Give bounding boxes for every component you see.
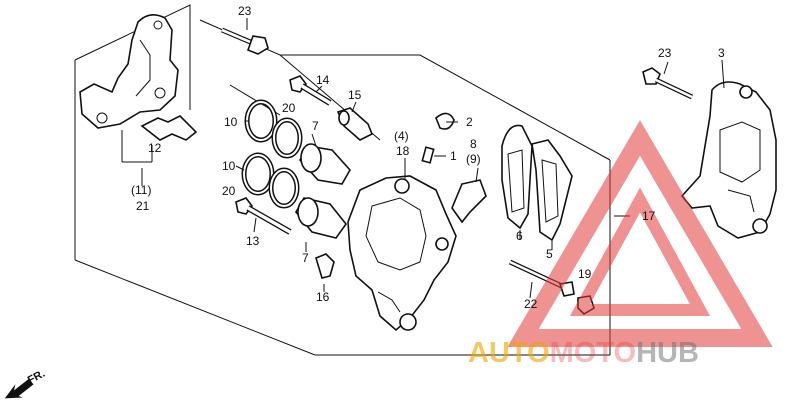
brake-pad-5 bbox=[531, 139, 573, 242]
label-1: 1 bbox=[450, 149, 457, 163]
pad-retainer-8 bbox=[451, 179, 487, 224]
front-direction-arrow: FR. bbox=[4, 368, 47, 399]
label-8: 8 bbox=[470, 137, 477, 151]
label-23-top: 23 bbox=[238, 4, 252, 18]
label-10-upper: 10 bbox=[224, 115, 238, 129]
seal-10-upper bbox=[244, 99, 278, 143]
label-20-lower: 20 bbox=[222, 184, 236, 198]
boot-15 bbox=[336, 107, 374, 141]
clip-2 bbox=[435, 112, 455, 130]
watermark-wordmark: AUTOMOTOHUB bbox=[468, 337, 699, 369]
pin-bolt-14 bbox=[289, 75, 332, 106]
pad-spring bbox=[140, 115, 198, 141]
label-2: 2 bbox=[466, 115, 473, 129]
label-14: 14 bbox=[316, 73, 330, 87]
label-7-lower: 7 bbox=[302, 251, 309, 265]
label-4: (4) bbox=[394, 129, 409, 143]
watermark-part-moto: MOTO bbox=[550, 337, 636, 369]
label-20-upper: 20 bbox=[282, 101, 296, 115]
piston-7-upper bbox=[299, 143, 351, 185]
piston-7-lower bbox=[295, 197, 348, 239]
bolt-23-top bbox=[221, 27, 269, 55]
caliper-assembly bbox=[680, 81, 777, 239]
pin-bolt-13 bbox=[235, 197, 292, 235]
watermark-part-hub: HUB bbox=[636, 337, 699, 369]
label-18: 18 bbox=[396, 144, 410, 158]
label-16: 16 bbox=[316, 290, 330, 304]
seal-10-lower bbox=[241, 152, 275, 196]
label-17: 17 bbox=[642, 209, 656, 223]
svg-text:AUTOMOTOHUB: AUTOMOTOHUB bbox=[468, 337, 699, 369]
label-23-right: 23 bbox=[658, 46, 672, 60]
direction-label: FR. bbox=[26, 368, 47, 387]
label-6: 6 bbox=[516, 229, 523, 243]
caliper-body bbox=[347, 175, 457, 332]
part-labels: 23 23 3 14 15 10 20 7 2 (4) 18 1 8 (9) 1… bbox=[131, 4, 725, 311]
label-9: (9) bbox=[466, 152, 481, 166]
seal-20-upper bbox=[271, 117, 303, 159]
label-21: 21 bbox=[136, 199, 150, 213]
label-12: 12 bbox=[148, 141, 162, 155]
label-10-lower: 10 bbox=[222, 159, 236, 173]
label-3: 3 bbox=[718, 46, 725, 60]
label-22: 22 bbox=[524, 297, 538, 311]
label-19: 19 bbox=[578, 267, 592, 281]
watermark-logo bbox=[507, 120, 773, 347]
label-5: 5 bbox=[546, 247, 553, 261]
brake-pad-6 bbox=[501, 124, 533, 230]
seal-20-lower bbox=[268, 167, 300, 209]
label-7-upper: 7 bbox=[312, 119, 319, 133]
watermark-part-auto: AUTO bbox=[468, 337, 550, 369]
bolt-23-right bbox=[642, 67, 694, 100]
caliper-bracket bbox=[79, 14, 179, 129]
cap-1 bbox=[421, 146, 435, 164]
label-15: 15 bbox=[348, 88, 362, 102]
label-13: 13 bbox=[246, 234, 260, 248]
label-11: (11) bbox=[131, 183, 151, 197]
bleeder-16 bbox=[315, 253, 335, 279]
